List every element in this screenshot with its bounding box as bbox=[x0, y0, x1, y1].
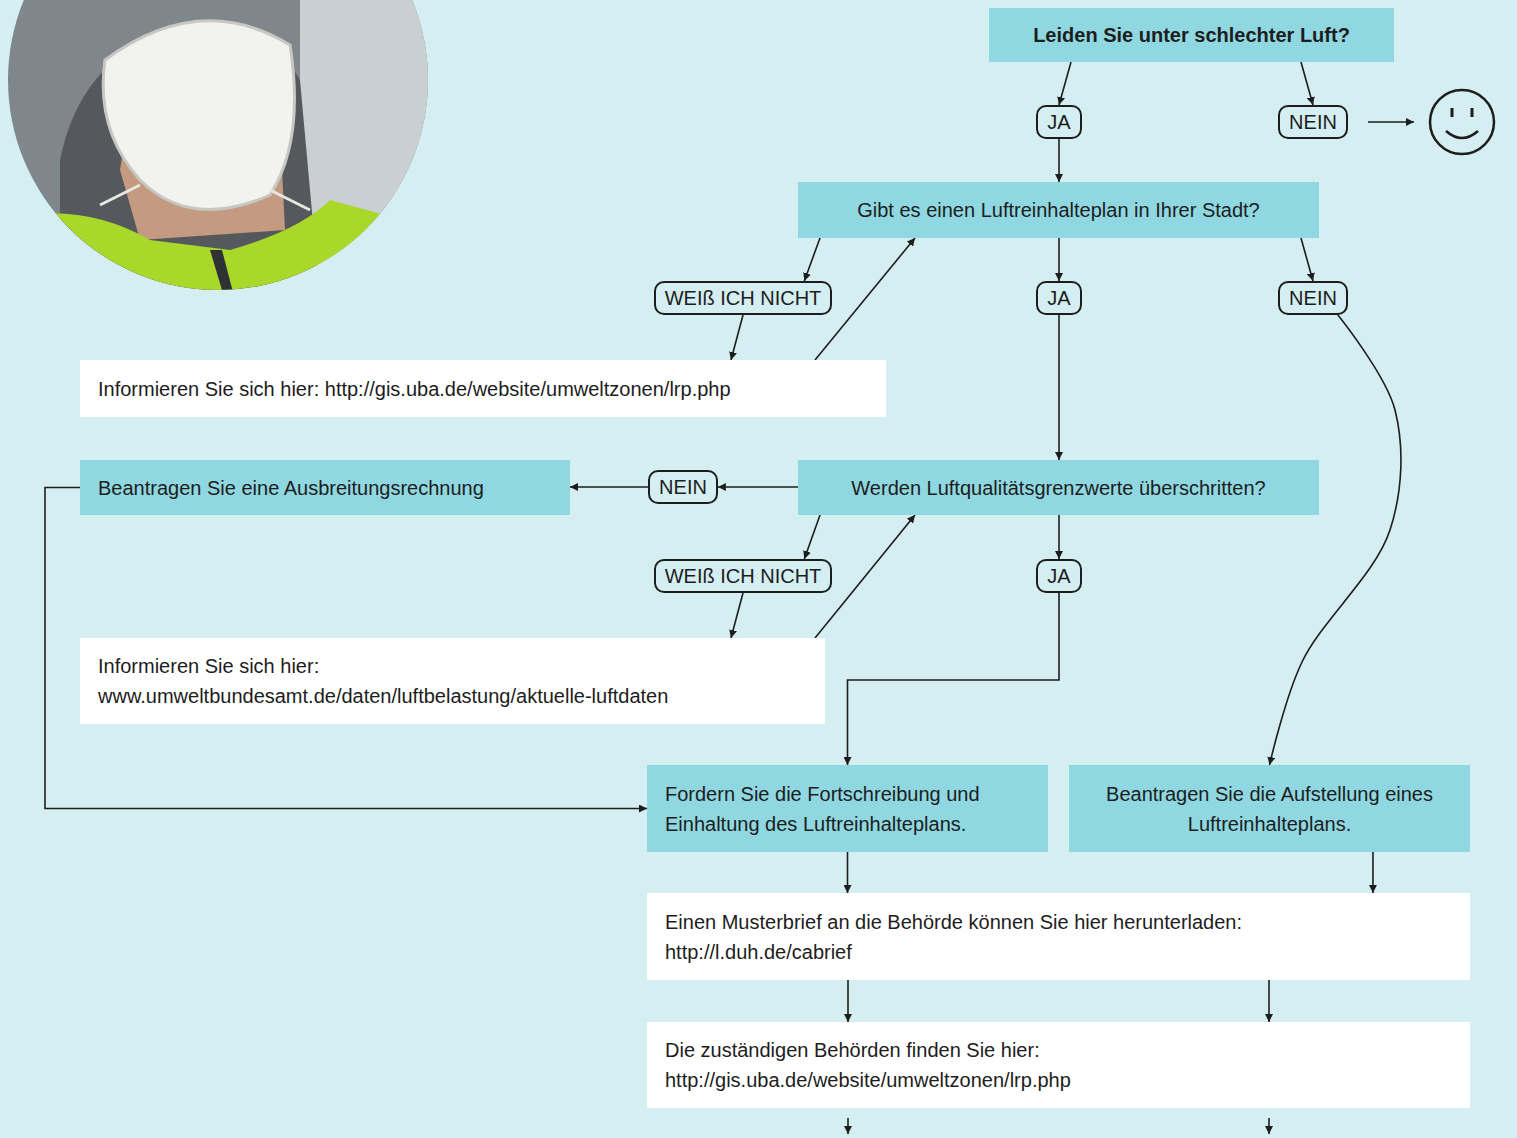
smiley-eye bbox=[1471, 108, 1474, 117]
flow-arrow bbox=[1268, 980, 1270, 1022]
flow-arrow bbox=[847, 852, 849, 893]
node-text: Werden Luftqualitätsgrenzwerte überschri… bbox=[816, 473, 1301, 503]
question-box: Leiden Sie unter schlechter Luft? bbox=[989, 8, 1394, 62]
flow-arrow bbox=[718, 486, 798, 488]
node-text: Fordern Sie die Fortschreibung und Einha… bbox=[665, 779, 1030, 839]
mask-shape bbox=[103, 21, 294, 210]
flow-arrow bbox=[731, 593, 743, 638]
flow-arrow bbox=[1058, 515, 1060, 559]
action-box: Beantragen Sie die Aufstellung eines Luf… bbox=[1069, 765, 1470, 852]
mask-strap bbox=[100, 185, 310, 210]
action-box: Beantragen Sie eine Ausbreitungsrechnung bbox=[80, 460, 570, 515]
exit-arrow bbox=[847, 1118, 849, 1134]
smiley-icon bbox=[1430, 90, 1494, 154]
question-box: Werden Luftqualitätsgrenzwerte überschri… bbox=[798, 460, 1319, 515]
info-box: Informieren Sie sich hier:www.umweltbund… bbox=[80, 638, 825, 724]
flow-arrow bbox=[731, 315, 743, 360]
flow-arrow bbox=[1058, 315, 1060, 460]
answer-pill: WEIß ICH NICHT bbox=[654, 559, 833, 593]
answer-pill: JA bbox=[1036, 281, 1081, 315]
info-box: Einen Musterbrief an die Behörde können … bbox=[647, 893, 1470, 980]
photo-background bbox=[0, 0, 440, 300]
flow-arrow bbox=[1058, 139, 1060, 182]
flow-arrow bbox=[1301, 62, 1313, 105]
flow-arrow bbox=[848, 593, 1060, 765]
node-text: http://gis.uba.de/website/umweltzonen/lr… bbox=[665, 1065, 1452, 1095]
flow-arrow bbox=[1372, 852, 1374, 893]
smiley-arrow bbox=[1368, 121, 1414, 123]
flow-arrow bbox=[1270, 315, 1401, 765]
info-box: Die zuständigen Behörden finden Sie hier… bbox=[647, 1022, 1470, 1108]
node-text: WEIß ICH NICHT bbox=[665, 285, 822, 311]
node-text: Beantragen Sie eine Ausbreitungsrechnung bbox=[98, 473, 552, 503]
answer-pill: NEIN bbox=[648, 470, 718, 504]
node-text: http://l.duh.de/cabrief bbox=[665, 937, 1452, 967]
node-text: Leiden Sie unter schlechter Luft? bbox=[1007, 20, 1376, 50]
node-text: Beantragen Sie die Aufstellung eines Luf… bbox=[1087, 779, 1452, 839]
flow-arrow bbox=[570, 486, 648, 488]
node-text: NEIN bbox=[659, 474, 707, 500]
node-text: NEIN bbox=[1289, 285, 1337, 311]
node-text: JA bbox=[1047, 285, 1070, 311]
flow-arrow bbox=[804, 238, 820, 281]
zipper-shape bbox=[210, 250, 235, 300]
smiley-mouth bbox=[1446, 131, 1478, 138]
question-box: Gibt es einen Luftreinhalteplan in Ihrer… bbox=[798, 182, 1319, 238]
answer-pill: WEIß ICH NICHT bbox=[654, 281, 833, 315]
flow-arrow bbox=[1058, 238, 1060, 281]
photo-illustration bbox=[0, 0, 440, 300]
node-text: Einen Musterbrief an die Behörde können … bbox=[665, 907, 1452, 937]
smiley-eye bbox=[1451, 108, 1454, 117]
answer-pill: JA bbox=[1036, 105, 1081, 139]
node-text: Informieren Sie sich hier: bbox=[98, 651, 807, 681]
flow-arrow bbox=[1301, 238, 1313, 281]
exit-arrow bbox=[1268, 1118, 1270, 1134]
answer-pill: JA bbox=[1036, 559, 1081, 593]
flow-arrow bbox=[1059, 62, 1071, 105]
answer-pill: NEIN bbox=[1278, 281, 1348, 315]
node-text: Gibt es einen Luftreinhalteplan in Ihrer… bbox=[816, 195, 1301, 225]
node-text: JA bbox=[1047, 109, 1070, 135]
flow-arrow bbox=[847, 980, 849, 1022]
action-box: Fordern Sie die Fortschreibung und Einha… bbox=[647, 765, 1048, 852]
node-text: JA bbox=[1047, 563, 1070, 589]
node-text: Informieren Sie sich hier: http://gis.ub… bbox=[98, 374, 868, 404]
answer-pill: NEIN bbox=[1278, 105, 1348, 139]
flow-arrow bbox=[804, 515, 820, 559]
smiley-face bbox=[1430, 90, 1494, 154]
node-text: WEIß ICH NICHT bbox=[665, 563, 822, 589]
node-text: www.umweltbundesamt.de/daten/luftbelastu… bbox=[98, 681, 807, 711]
node-text: NEIN bbox=[1289, 109, 1337, 135]
info-box: Informieren Sie sich hier: http://gis.ub… bbox=[80, 360, 886, 417]
jacket-shape bbox=[0, 200, 440, 300]
node-text: Die zuständigen Behörden finden Sie hier… bbox=[665, 1035, 1452, 1065]
